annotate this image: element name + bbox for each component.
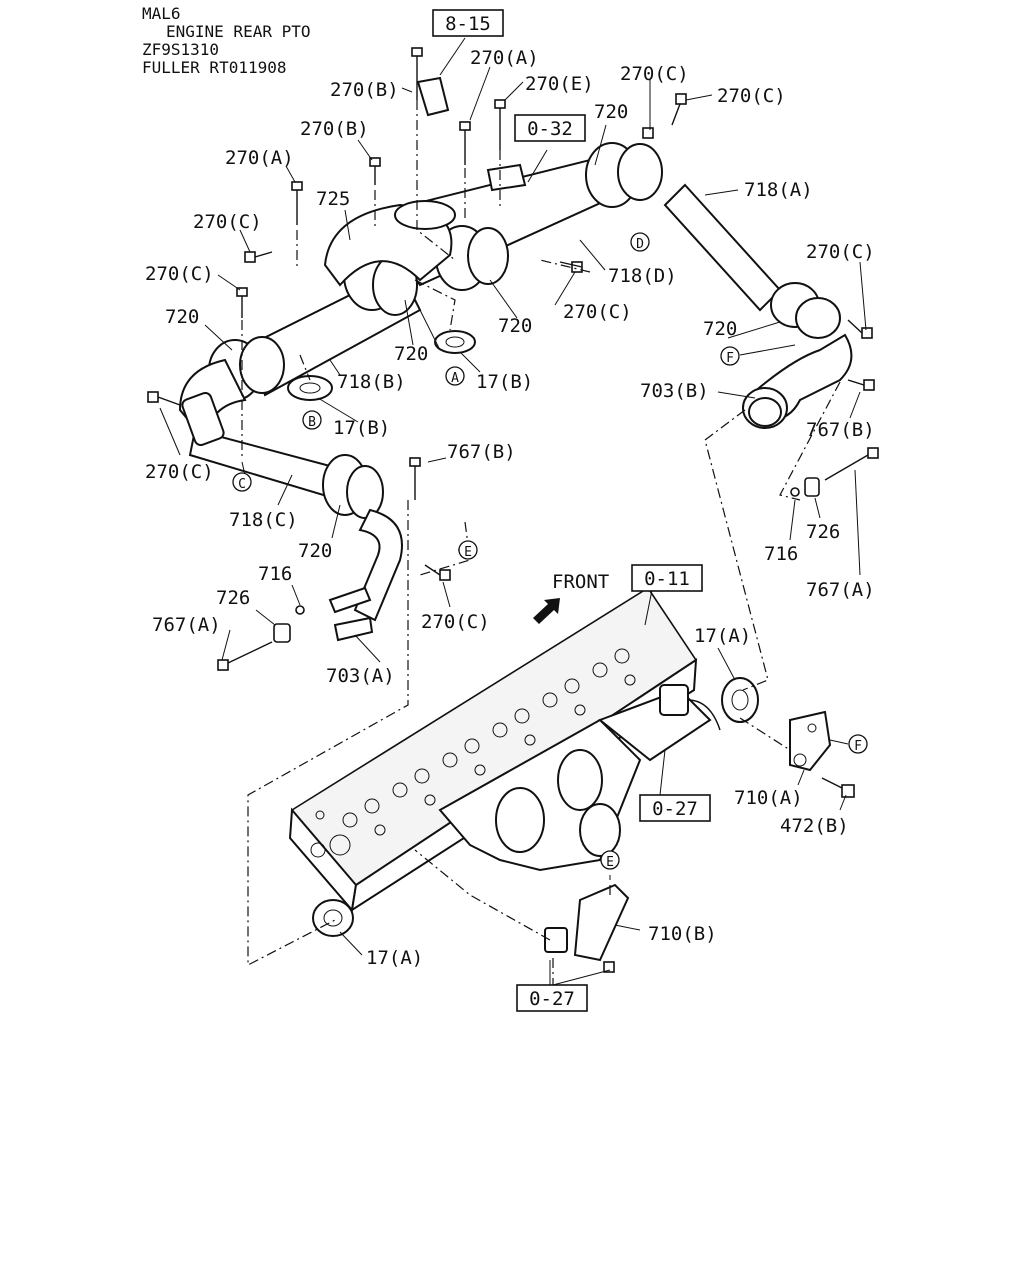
- marker-c: C: [232, 472, 252, 492]
- marker-b: B: [302, 410, 322, 430]
- callout-270e: 270(E): [525, 73, 594, 95]
- callout-472b: 472(B): [780, 815, 849, 837]
- callout-720: 720: [298, 540, 332, 562]
- callout-767a: 767(A): [806, 579, 875, 601]
- header-model: MAL6: [142, 4, 181, 23]
- callout-710b: 710(B): [648, 923, 717, 945]
- callout-270a: 270(A): [225, 147, 294, 169]
- callout-718b: 718(B): [337, 371, 406, 393]
- bracket-710a: [789, 710, 832, 772]
- routing-lines: [241, 100, 841, 985]
- callout-703a: 703(A): [326, 665, 395, 687]
- callout-767b: 767(B): [447, 441, 516, 463]
- callout-720: 720: [498, 315, 532, 337]
- callout-718d: 718(D): [608, 265, 677, 287]
- callout-726: 726: [806, 521, 840, 543]
- ref-0-32: 0-32: [527, 118, 573, 140]
- svg-text:F: F: [854, 739, 862, 754]
- callout-720: 720: [394, 343, 428, 365]
- callout-270c: 270(C): [563, 301, 632, 323]
- callout-270b: 270(B): [300, 118, 369, 140]
- bolts: [147, 47, 879, 973]
- ref-box-8-15: [432, 9, 504, 37]
- svg-text:E: E: [464, 545, 472, 560]
- ref-box-0-11: [631, 564, 703, 592]
- ref-0-27-b: 0-27: [529, 988, 575, 1010]
- leader-lines: [159, 37, 867, 986]
- header-transmission-2: FULLER RT011908: [142, 58, 287, 77]
- elbow-left: [178, 358, 247, 446]
- callout-716: 716: [258, 563, 292, 585]
- callout-710a: 710(A): [734, 787, 803, 809]
- clip-bracket: [416, 76, 527, 192]
- svg-text:B: B: [308, 415, 316, 430]
- callout-270c: 270(C): [806, 241, 875, 263]
- callout-270c: 270(C): [421, 611, 490, 633]
- bracket-710b: [544, 883, 630, 962]
- callout-720: 720: [703, 318, 737, 340]
- header-description: ENGINE REAR PTO: [166, 22, 311, 41]
- callout-718c: 718(C): [229, 509, 298, 531]
- ref-0-11: 0-11: [644, 568, 690, 590]
- marker-f-upper: F: [720, 346, 740, 366]
- svg-text:D: D: [636, 237, 644, 252]
- front-label: FRONT: [552, 571, 609, 593]
- callout-17b: 17(B): [333, 417, 390, 439]
- callout-726: 726: [216, 587, 250, 609]
- ref-box-0-27-b: [516, 984, 588, 1012]
- marker-e-upper: E: [458, 540, 478, 560]
- marker-a: A: [445, 366, 465, 386]
- svg-text:E: E: [606, 855, 614, 870]
- callout-270c: 270(C): [145, 263, 214, 285]
- gaskets-17: [287, 330, 782, 937]
- callout-716: 716: [764, 543, 798, 565]
- callout-720: 720: [165, 306, 199, 328]
- svg-text:F: F: [726, 351, 734, 366]
- ref-box-0-32: [514, 114, 586, 142]
- callout-270c: 270(C): [717, 85, 786, 107]
- callout-270a: 270(A): [470, 47, 539, 69]
- front-indicator: FRONT: [533, 571, 609, 624]
- egr-valve: [659, 684, 721, 731]
- header-transmission-1: ZF9S1310: [142, 40, 219, 59]
- ref-box-0-27-a: [639, 794, 711, 822]
- callout-17a: 17(A): [366, 947, 423, 969]
- ref-0-27-a: 0-27: [652, 798, 698, 820]
- marker-e-lower: E: [600, 850, 620, 870]
- callout-767b: 767(B): [806, 419, 875, 441]
- part-callouts: 270(B) 270(A) 270(E) 270(C) 270(C) 720 2…: [145, 47, 875, 969]
- ref-8-15: 8-15: [445, 13, 491, 35]
- callout-725: 725: [316, 188, 350, 210]
- callout-17a: 17(A): [694, 625, 751, 647]
- callout-720: 720: [594, 101, 628, 123]
- callout-703b: 703(B): [640, 380, 709, 402]
- pipe-703a: [328, 508, 403, 642]
- reference-boxes: 8-15 0-32 0-11 0-27 0-27: [432, 9, 711, 1012]
- callout-718a: 718(A): [744, 179, 813, 201]
- callout-270c: 270(C): [145, 461, 214, 483]
- callout-270b: 270(B): [330, 79, 399, 101]
- circle-markers: A B C D E E F F: [232, 232, 868, 870]
- callout-270c: 270(C): [193, 211, 262, 233]
- header-block: MAL6 ENGINE REAR PTO ZF9S1310 FULLER RT0…: [142, 4, 311, 77]
- front-arrow-icon: [533, 598, 560, 624]
- callout-270c: 270(C): [620, 63, 689, 85]
- callout-17b: 17(B): [476, 371, 533, 393]
- svg-text:A: A: [451, 371, 459, 386]
- marker-f-lower: F: [848, 734, 868, 754]
- callout-767a: 767(A): [152, 614, 221, 636]
- svg-text:C: C: [238, 477, 246, 492]
- marker-d: D: [630, 232, 650, 252]
